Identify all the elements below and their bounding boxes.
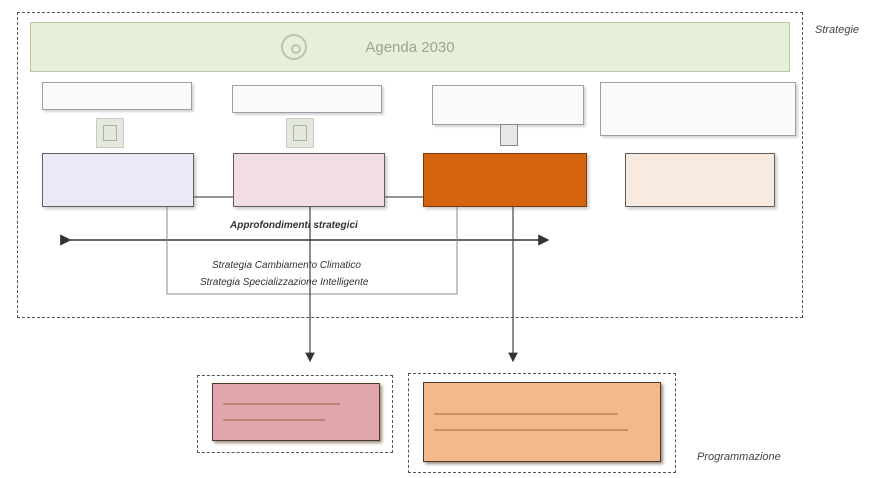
programmazione-frame-1 <box>197 375 393 453</box>
connector-icon-3 <box>500 124 518 146</box>
approfondimenti-label: Approfondimenti strategici <box>230 220 358 231</box>
bracket-line <box>166 207 458 295</box>
sub-box-4 <box>600 82 796 136</box>
strategie-label: Strategie <box>815 24 860 36</box>
main-box-2 <box>233 153 385 207</box>
programmazione-label: Programmazione <box>697 451 781 463</box>
sub-box-2 <box>232 85 382 113</box>
agenda-bar: Agenda 2030 <box>30 22 790 72</box>
main-box-4 <box>625 153 775 207</box>
main-box-1 <box>42 153 194 207</box>
globe-icon <box>281 34 307 60</box>
strategia-specializzazione-label: Strategia Specializzazione Intelligente <box>200 277 369 288</box>
connector-icon-1 <box>96 118 124 148</box>
agenda-label: Agenda 2030 <box>365 38 455 56</box>
programmazione-frame-2 <box>408 373 676 473</box>
programmazione-box-2 <box>423 382 661 462</box>
main-box-3 <box>423 153 587 207</box>
connector-icon-2 <box>286 118 314 148</box>
strategia-clima-label: Strategia Cambiamento Climatico <box>212 260 361 271</box>
sub-box-1 <box>42 82 192 110</box>
programmazione-box-1 <box>212 383 380 441</box>
strategie-frame <box>17 12 803 318</box>
